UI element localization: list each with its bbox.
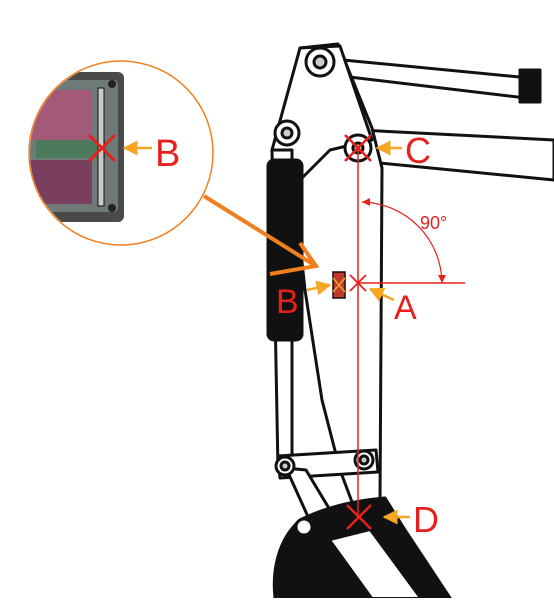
hydraulic-cylinder (266, 158, 304, 342)
label-b-inset: B (155, 133, 180, 175)
label-arrows (306, 140, 410, 525)
point-a-marker (349, 274, 367, 292)
label-b: B (276, 283, 299, 321)
inset-magnifier (28, 60, 214, 246)
sensor-photo (30, 72, 124, 222)
right-angle-arc (361, 201, 443, 284)
point-d-marker (346, 504, 372, 530)
label-d: D (413, 499, 439, 540)
label-angle-90: 90° (420, 213, 447, 233)
excavator-arm (266, 42, 554, 600)
label-a: A (394, 289, 417, 327)
arrow-b (306, 280, 332, 296)
callout-pointer (202, 194, 320, 276)
arrow-a (368, 287, 395, 302)
sensor-b (332, 271, 346, 299)
inset-point-b-marker (87, 133, 117, 163)
right-link-arm (358, 128, 554, 182)
label-c: C (405, 130, 431, 171)
point-c-marker (344, 134, 372, 162)
measurement-lines (357, 148, 465, 517)
